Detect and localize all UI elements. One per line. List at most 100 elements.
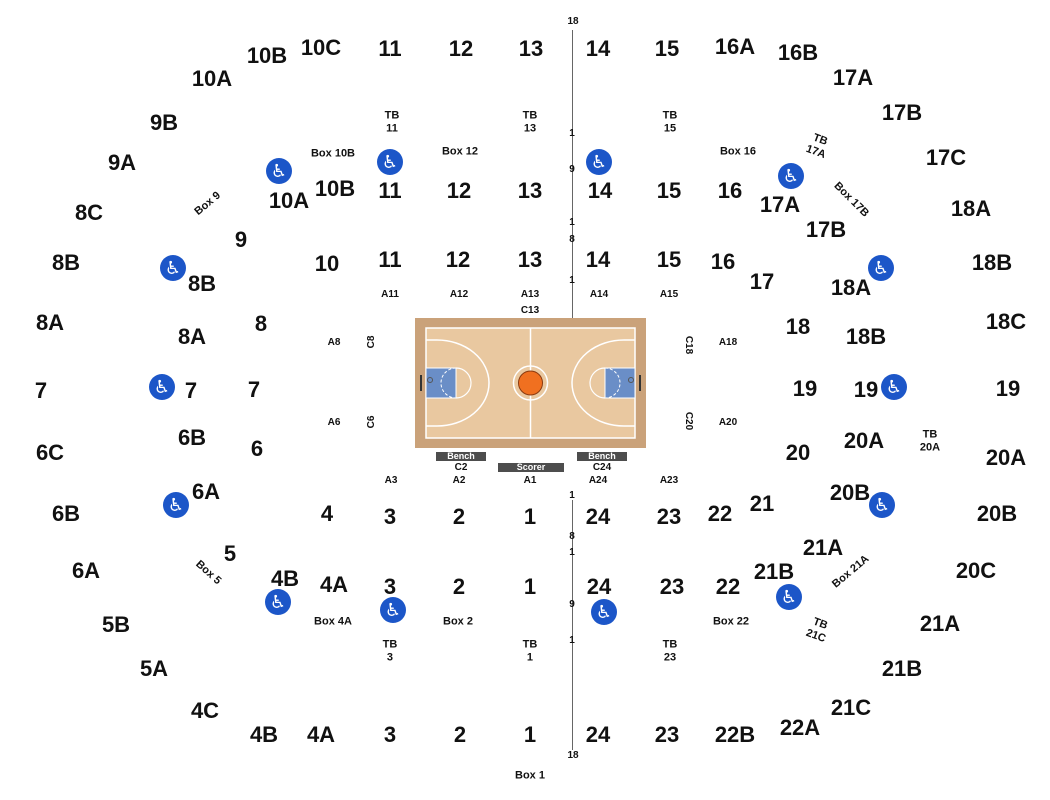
section-20c[interactable]: 20C bbox=[955, 558, 997, 583]
box-12[interactable]: Box 12 bbox=[441, 145, 479, 158]
section-16[interactable]: 16 bbox=[710, 249, 736, 274]
section-8[interactable]: 8 bbox=[254, 311, 268, 336]
section-10b[interactable]: 10B bbox=[246, 43, 288, 68]
row-a12[interactable]: A12 bbox=[449, 289, 469, 300]
wheelchair-icon[interactable]: ♿ bbox=[160, 255, 186, 281]
section-10a[interactable]: 10A bbox=[268, 188, 310, 213]
section-10a[interactable]: 10A bbox=[191, 66, 233, 91]
section-19[interactable]: 19 bbox=[792, 376, 818, 401]
section-23[interactable]: 23 bbox=[656, 504, 682, 529]
section-8b[interactable]: 8B bbox=[51, 250, 81, 275]
section-12[interactable]: 12 bbox=[446, 178, 472, 203]
row-a24[interactable]: A24 bbox=[588, 475, 608, 486]
section-6c[interactable]: 6C bbox=[35, 440, 65, 465]
section-22[interactable]: 22 bbox=[715, 574, 741, 599]
section-20a[interactable]: 20A bbox=[843, 428, 885, 453]
row-a2[interactable]: A2 bbox=[452, 475, 466, 486]
row-c8[interactable]: C8 bbox=[366, 335, 377, 349]
section-6a[interactable]: 6A bbox=[71, 558, 101, 583]
section-18a[interactable]: 18A bbox=[950, 196, 992, 221]
box-1[interactable]: Box 1 bbox=[515, 769, 545, 782]
section-12[interactable]: 12 bbox=[448, 36, 474, 61]
section-9a[interactable]: 9A bbox=[107, 150, 137, 175]
row-c18[interactable]: C18 bbox=[683, 335, 694, 355]
section-6[interactable]: 6 bbox=[250, 436, 264, 461]
section-12[interactable]: 12 bbox=[445, 247, 471, 272]
section-20b[interactable]: 20B bbox=[829, 480, 871, 505]
section-7[interactable]: 7 bbox=[247, 377, 261, 402]
section-2[interactable]: 2 bbox=[452, 504, 466, 529]
section-14[interactable]: 14 bbox=[587, 178, 613, 203]
wheelchair-icon[interactable]: ♿ bbox=[380, 597, 406, 623]
section-8a[interactable]: 8A bbox=[177, 324, 207, 349]
section-7[interactable]: 7 bbox=[34, 378, 48, 403]
row-a14[interactable]: A14 bbox=[589, 289, 609, 300]
section-2[interactable]: 2 bbox=[452, 574, 466, 599]
row-a18[interactable]: A18 bbox=[718, 337, 738, 348]
section-21[interactable]: 21 bbox=[749, 491, 775, 516]
section-15[interactable]: 15 bbox=[656, 247, 682, 272]
section-4b[interactable]: 4B bbox=[270, 566, 300, 591]
section-21a[interactable]: 21A bbox=[919, 611, 961, 636]
section-4a[interactable]: 4A bbox=[319, 572, 349, 597]
section-15[interactable]: 15 bbox=[656, 178, 682, 203]
section-17b[interactable]: 17B bbox=[881, 100, 923, 125]
section-16b[interactable]: 16B bbox=[777, 40, 819, 65]
section-20[interactable]: 20 bbox=[785, 440, 811, 465]
section-18b[interactable]: 18B bbox=[845, 324, 887, 349]
row-a13[interactable]: A13 bbox=[520, 289, 540, 300]
section-1[interactable]: 1 bbox=[523, 722, 537, 747]
section-6a[interactable]: 6A bbox=[191, 479, 221, 504]
wheelchair-icon[interactable]: ♿ bbox=[377, 149, 403, 175]
section-8a[interactable]: 8A bbox=[35, 310, 65, 335]
section-22a[interactable]: 22A bbox=[779, 715, 821, 740]
box-16[interactable]: Box 16 bbox=[719, 145, 757, 158]
section-8c[interactable]: 8C bbox=[74, 200, 104, 225]
wheelchair-icon[interactable]: ♿ bbox=[778, 163, 804, 189]
section-5b[interactable]: 5B bbox=[101, 612, 131, 637]
section-21c[interactable]: 21C bbox=[830, 695, 872, 720]
section-21b[interactable]: 21B bbox=[753, 559, 795, 584]
section-18a[interactable]: 18A bbox=[830, 275, 872, 300]
section-16a[interactable]: 16A bbox=[714, 34, 756, 59]
row-c13[interactable]: C13 bbox=[520, 305, 540, 316]
wheelchair-icon[interactable]: ♿ bbox=[265, 589, 291, 615]
section-5a[interactable]: 5A bbox=[139, 656, 169, 681]
wheelchair-icon[interactable]: ♿ bbox=[586, 149, 612, 175]
section-17b[interactable]: 17B bbox=[805, 217, 847, 242]
box-10b[interactable]: Box 10B bbox=[310, 147, 356, 160]
section-13[interactable]: 13 bbox=[518, 36, 544, 61]
section-9[interactable]: 9 bbox=[234, 227, 248, 252]
section-3[interactable]: 3 bbox=[383, 504, 397, 529]
section-5[interactable]: 5 bbox=[223, 541, 237, 566]
section-3[interactable]: 3 bbox=[383, 722, 397, 747]
section-7[interactable]: 7 bbox=[184, 378, 198, 403]
wheelchair-icon[interactable]: ♿ bbox=[163, 492, 189, 518]
section-10c[interactable]: 10C bbox=[300, 35, 342, 60]
section-18c[interactable]: 18C bbox=[985, 309, 1027, 334]
section-2[interactable]: 2 bbox=[453, 722, 467, 747]
wheelchair-icon[interactable]: ♿ bbox=[869, 492, 895, 518]
section-14[interactable]: 14 bbox=[585, 36, 611, 61]
section-10b[interactable]: 10B bbox=[314, 176, 356, 201]
section-6b[interactable]: 6B bbox=[51, 501, 81, 526]
wheelchair-icon[interactable]: ♿ bbox=[149, 374, 175, 400]
section-6b[interactable]: 6B bbox=[177, 425, 207, 450]
section-22b[interactable]: 22B bbox=[714, 722, 756, 747]
section-4b[interactable]: 4B bbox=[249, 722, 279, 747]
section-1[interactable]: 1 bbox=[523, 574, 537, 599]
section-13[interactable]: 13 bbox=[517, 178, 543, 203]
section-17a[interactable]: 17A bbox=[832, 65, 874, 90]
box-9[interactable]: Box 9 bbox=[192, 189, 224, 218]
section-14[interactable]: 14 bbox=[585, 247, 611, 272]
section-24[interactable]: 24 bbox=[585, 504, 611, 529]
section-4[interactable]: 4 bbox=[320, 501, 334, 526]
